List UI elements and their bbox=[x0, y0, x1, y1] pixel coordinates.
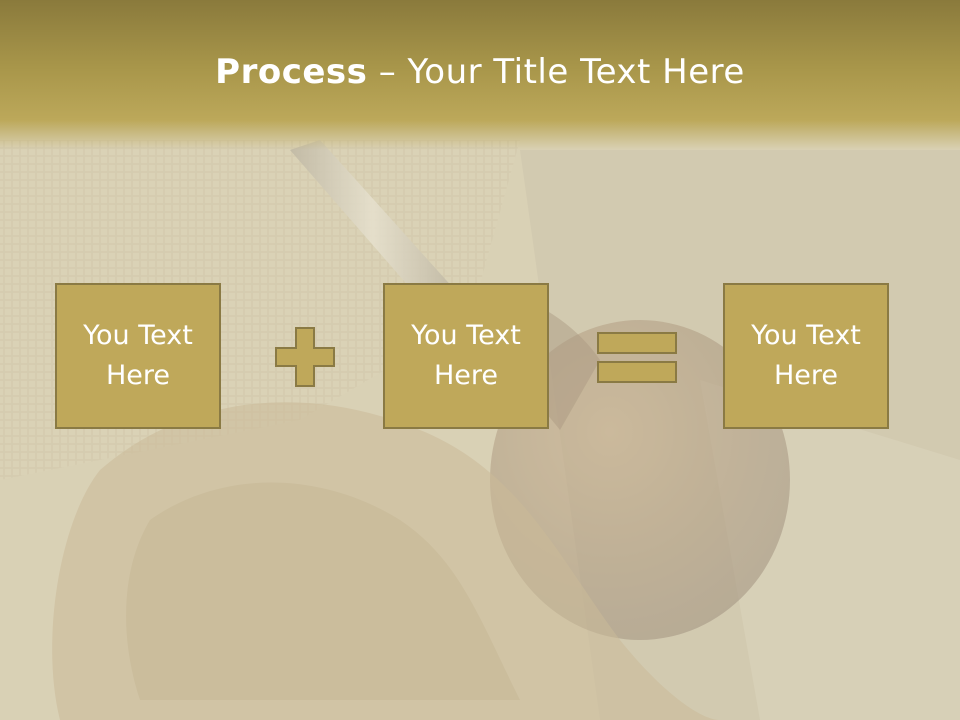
plus-icon bbox=[275, 327, 335, 387]
title-bold: Process bbox=[215, 52, 368, 92]
process-box-3-text: You Text Here bbox=[751, 320, 861, 391]
slide-title[interactable]: Process – Your Title Text Here bbox=[0, 52, 960, 92]
process-box-2-text: You Text Here bbox=[411, 320, 521, 391]
title-band bbox=[0, 0, 960, 150]
process-box-1-text: You Text Here bbox=[83, 320, 193, 391]
title-rest: Your Title Text Here bbox=[407, 52, 745, 92]
equals-icon bbox=[597, 332, 677, 383]
process-box-1[interactable]: You Text Here bbox=[55, 283, 221, 429]
process-box-2[interactable]: You Text Here bbox=[383, 283, 549, 429]
process-box-3[interactable]: You Text Here bbox=[723, 283, 889, 429]
title-dash: – bbox=[367, 52, 408, 92]
